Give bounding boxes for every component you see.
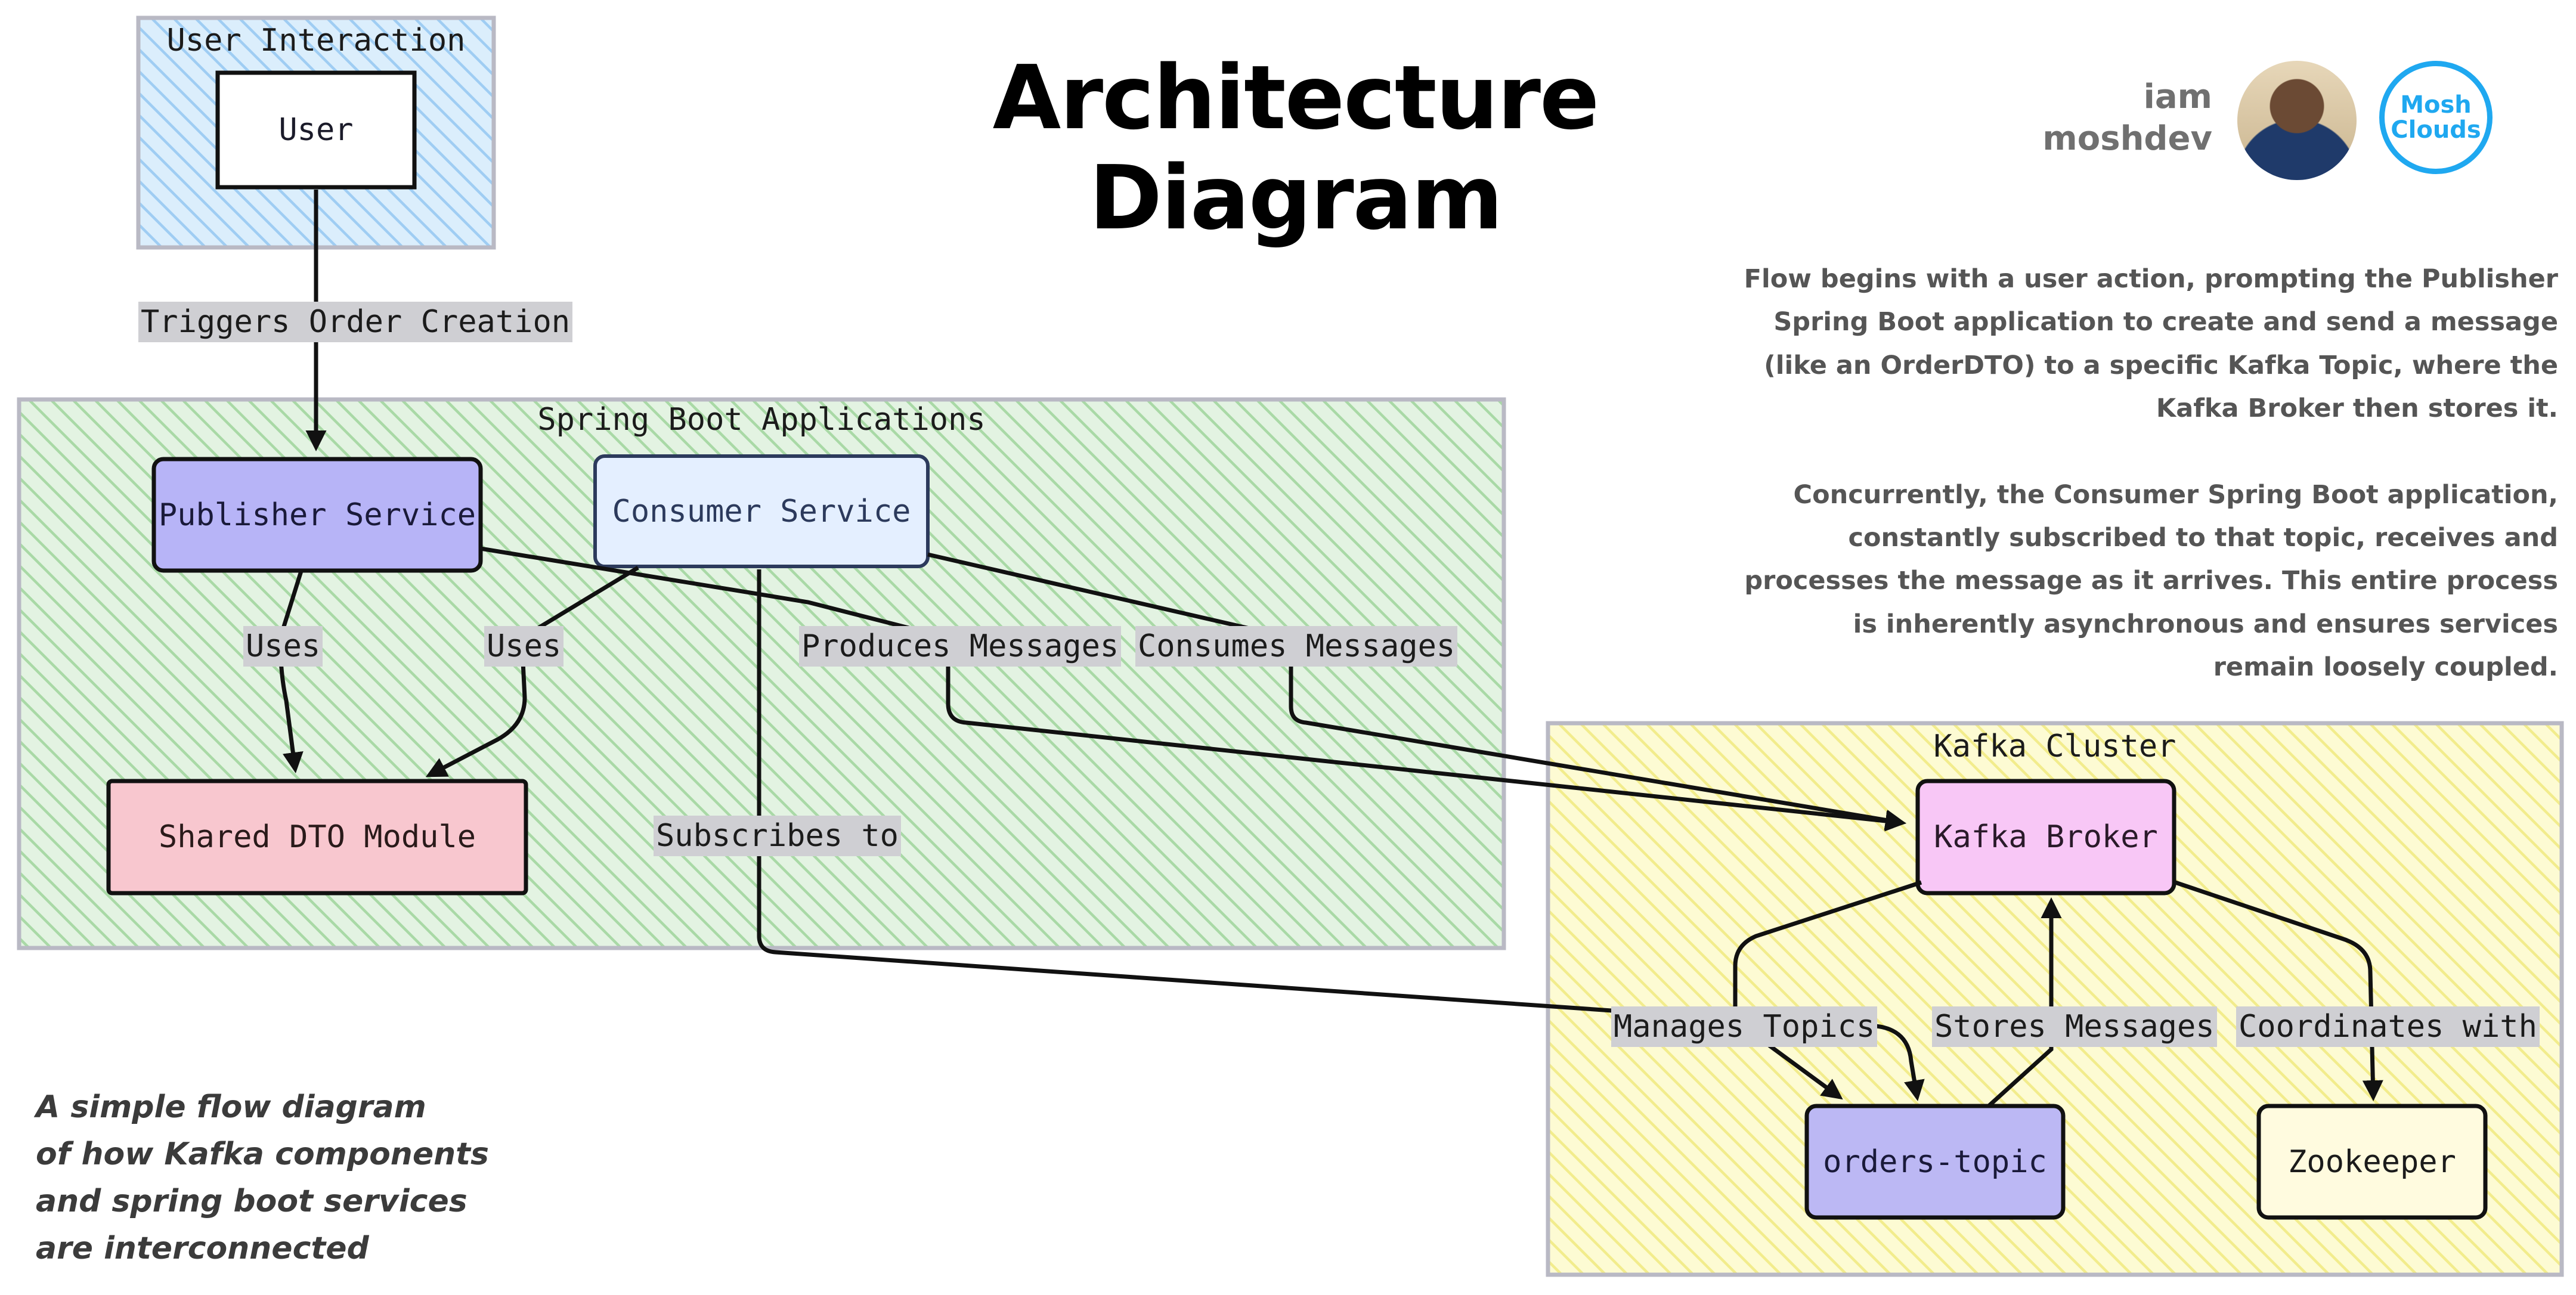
node-label-kafka-broker: Kafka Broker bbox=[1934, 819, 2158, 855]
diagram-caption: A simple flow diagram of how Kafka compo… bbox=[36, 1084, 572, 1272]
edge-label-subscribes: Subscribes to bbox=[654, 816, 901, 856]
description-line: constantly subscribed to that topic, rec… bbox=[1848, 523, 2558, 553]
edge-consumes bbox=[927, 552, 1906, 831]
edge-subscribes bbox=[757, 569, 1655, 1016]
description-spacer bbox=[1717, 430, 2558, 473]
node-label-zookeeper: Zookeeper bbox=[2288, 1144, 2456, 1180]
caption-line: and spring boot services bbox=[36, 1184, 467, 1219]
node-label-orders-topic: orders-topic bbox=[1823, 1144, 2047, 1180]
edge-label-manages: Manages Topics bbox=[1611, 1006, 1878, 1047]
title-line-2: Diagram bbox=[1089, 147, 1503, 249]
group-label-spring-boot: Spring Boot Applications bbox=[537, 402, 986, 438]
edge-label-consumes: Consumes Messages bbox=[1135, 626, 1458, 667]
node-consumer-box[interactable] bbox=[593, 454, 930, 568]
node-orders-topic-box[interactable] bbox=[1804, 1104, 2066, 1220]
edge-label-triggers: Triggers Order Creation bbox=[138, 302, 573, 342]
edge-label-produces: Produces Messages bbox=[799, 626, 1122, 667]
description-line: is inherently asynchronous and ensures s… bbox=[1853, 609, 2558, 639]
edge-coordinates bbox=[2174, 880, 2383, 1101]
author-line-2: moshdev bbox=[2042, 119, 2212, 158]
description-line: Kafka Broker then stores it. bbox=[2156, 394, 2558, 424]
node-label-user: User bbox=[278, 112, 354, 148]
caption-line: are interconnected bbox=[36, 1231, 369, 1266]
group-label-user-interaction: User Interaction bbox=[166, 23, 466, 58]
edge-label-stores: Stores Messages bbox=[1932, 1006, 2217, 1047]
edge-label-coordinates: Coordinates with bbox=[2236, 1006, 2540, 1047]
node-label-consumer: Consumer Service bbox=[612, 493, 911, 529]
author-avatar bbox=[2237, 61, 2357, 180]
edge-uses-consumer bbox=[425, 566, 639, 777]
node-kafka-broker-box[interactable] bbox=[1915, 779, 2176, 896]
flow-description: Flow begins with a user action, promptin… bbox=[1717, 258, 2558, 689]
logo-line-2: Clouds bbox=[2391, 116, 2481, 144]
mosh-clouds-logo: Mosh Clouds bbox=[2379, 61, 2493, 174]
caption-line: of how Kafka components bbox=[36, 1136, 489, 1172]
description-line: remain loosely coupled. bbox=[2213, 652, 2558, 683]
description-line: (like an OrderDTO) to a specific Kafka T… bbox=[1764, 350, 2558, 380]
node-user-box[interactable] bbox=[215, 70, 417, 190]
edge-label-uses-publisher: Uses bbox=[243, 626, 323, 667]
author-name: iam moshdev bbox=[1986, 76, 2212, 160]
node-publisher-box[interactable] bbox=[151, 457, 483, 573]
description-line: processes the message as it arrives. Thi… bbox=[1744, 566, 2558, 596]
caption-line: A simple flow diagram bbox=[36, 1089, 426, 1125]
node-zookeeper-box[interactable] bbox=[2256, 1104, 2488, 1220]
description-line: Flow begins with a user action, promptin… bbox=[1744, 264, 2558, 294]
page-title: Architecture Diagram bbox=[868, 48, 1723, 248]
group-label-kafka-cluster: Kafka Cluster bbox=[1933, 729, 2176, 764]
description-line: Spring Boot application to create and se… bbox=[1773, 307, 2558, 337]
node-label-shared-dto: Shared DTO Module bbox=[158, 819, 476, 855]
logo-line-1: Mosh bbox=[2400, 91, 2472, 119]
title-line-1: Architecture bbox=[992, 47, 1600, 149]
author-line-1: iam bbox=[2143, 78, 2212, 116]
node-shared-dto-box[interactable] bbox=[106, 779, 528, 896]
node-label-publisher: Publisher Service bbox=[158, 497, 476, 533]
description-line: Concurrently, the Consumer Spring Boot a… bbox=[1793, 479, 2558, 510]
edge-label-uses-consumer: Uses bbox=[484, 626, 564, 667]
